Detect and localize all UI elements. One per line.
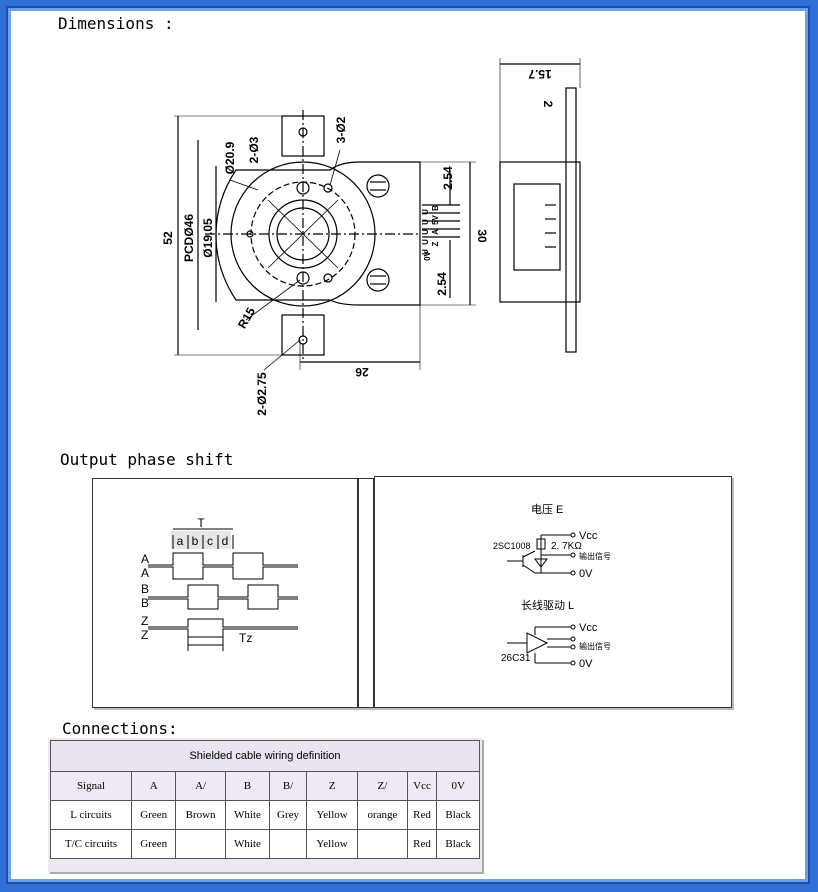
- table-cell: [175, 829, 226, 859]
- output-label-2: 输出信号: [579, 641, 611, 651]
- table-cell: [357, 829, 408, 859]
- resistor-label: 2. 7KΩ: [551, 541, 582, 552]
- connections-title: Connections:: [62, 719, 178, 738]
- pin-top-label: U: [421, 209, 430, 215]
- dim-209: Ø20.9: [223, 141, 237, 174]
- table-cell: Green: [130, 829, 177, 859]
- panel-divider: [358, 478, 374, 708]
- timing-a: a: [177, 534, 184, 548]
- dim-1905: Ø19.05: [201, 218, 215, 258]
- dimensions-title: Dimensions :: [58, 14, 174, 33]
- wiring-table: Shielded cable wiring definition Signal …: [50, 740, 480, 859]
- table-cell: White: [224, 829, 271, 859]
- table-header: Z/: [357, 771, 408, 801]
- dim-30: 30: [475, 229, 489, 243]
- table-cell: Grey: [269, 800, 307, 830]
- pin-label: Z: [431, 241, 440, 246]
- output-label-1: 输出信号: [579, 551, 611, 561]
- timing-tz: Tz: [239, 631, 252, 645]
- timing-c: c: [207, 534, 213, 548]
- table-header: A: [130, 771, 177, 801]
- vcc-label-2: Vcc: [579, 622, 598, 634]
- signal-label: Z: [141, 614, 148, 628]
- table-header: B/: [269, 771, 307, 801]
- signal-label: Z: [141, 628, 148, 642]
- dim-203: 2-Ø3: [247, 136, 261, 163]
- dim-2: 2: [541, 101, 555, 108]
- table-cell: Brown: [175, 800, 226, 830]
- chip-label-2: 26C31: [501, 653, 531, 664]
- table-header: Signal: [50, 771, 132, 801]
- table-cell: White: [224, 800, 271, 830]
- table-cell: orange: [357, 800, 408, 830]
- table-cell: Yellow: [305, 800, 359, 830]
- table-cell: [269, 829, 307, 859]
- table-cell: Yellow: [305, 829, 359, 859]
- vcc-label-1: Vcc: [579, 530, 598, 542]
- pin-label: A: [431, 229, 440, 235]
- timing-diagram: T a b c d Tz A A B B Z Z: [141, 516, 298, 651]
- dim-157: 15.7: [528, 67, 552, 81]
- page-frame: [6, 6, 810, 884]
- table-cell: Red: [406, 829, 438, 859]
- table-cell: Black: [436, 829, 480, 859]
- pin-top-label: U: [421, 239, 430, 245]
- dim-254a: 2.54: [441, 166, 455, 190]
- signal-label: B: [141, 596, 149, 610]
- table-header: A/: [175, 771, 226, 801]
- circuit-panel: 电压 E Vcc 2SC1008 2. 7KΩ 输出信号 0V 长线驱动 L V…: [374, 476, 732, 708]
- table-row: T/C circuits Green White Yellow Red Blac…: [50, 829, 480, 859]
- chip-label-1: 2SC1008: [493, 541, 531, 551]
- dim-275: 2-Ø2.75: [255, 372, 269, 416]
- table-caption: Shielded cable wiring definition: [50, 740, 480, 772]
- table-cell: Green: [130, 800, 177, 830]
- ov-label-2: 0V: [579, 658, 593, 670]
- voltage-title: 电压 E: [531, 503, 563, 516]
- timing-b: b: [192, 534, 199, 548]
- circuit-diagram: 电压 E Vcc 2SC1008 2. 7KΩ 输出信号 0V 长线驱动 L V…: [493, 503, 611, 670]
- pin-top-label: U: [421, 229, 430, 235]
- table-header: B: [224, 771, 271, 801]
- ov-label-1: 0V: [579, 568, 593, 580]
- timing-d: d: [222, 534, 229, 548]
- signal-label: B: [141, 582, 149, 596]
- timing-panel: T a b c d Tz A A B B Z Z: [92, 478, 358, 708]
- pin-label: 5V: [431, 214, 440, 224]
- table-cell: Red: [406, 800, 438, 830]
- pin-top-label: U: [421, 219, 430, 225]
- dimension-drawing: 52 PCDØ46 Ø19.05 Ø20.9 2-Ø3 3-Ø2 R15 2-Ø…: [161, 58, 581, 416]
- dim-pcd: PCDØ46: [182, 214, 196, 262]
- table-cell: Black: [436, 800, 480, 830]
- phase-title: Output phase shift: [60, 450, 234, 469]
- dim-52: 52: [161, 231, 175, 245]
- table-cell: T/C circuits: [50, 829, 132, 859]
- table-header-row: Signal A A/ B B/ Z Z/ Vcc 0V: [50, 771, 480, 801]
- signal-label: A: [141, 566, 149, 580]
- line-driver-title: 长线驱动 L: [521, 598, 574, 612]
- dim-r15: R15: [235, 305, 258, 331]
- table-cell: L circuits: [50, 800, 132, 830]
- dim-26: 26: [355, 365, 369, 379]
- signal-label: A: [141, 552, 149, 566]
- dim-254b: 2.54: [435, 272, 449, 296]
- dim-302: 3-Ø2: [334, 116, 348, 143]
- pin-label: B: [431, 205, 440, 211]
- table-row: L circuits Green Brown White Grey Yellow…: [50, 800, 480, 830]
- timing-T: T: [197, 516, 205, 530]
- table-header: Vcc: [406, 771, 438, 801]
- table-header: 0V: [436, 771, 480, 801]
- pin-label: 0V: [423, 250, 432, 260]
- table-header: Z: [305, 771, 359, 801]
- pin-top-label: U: [421, 249, 430, 255]
